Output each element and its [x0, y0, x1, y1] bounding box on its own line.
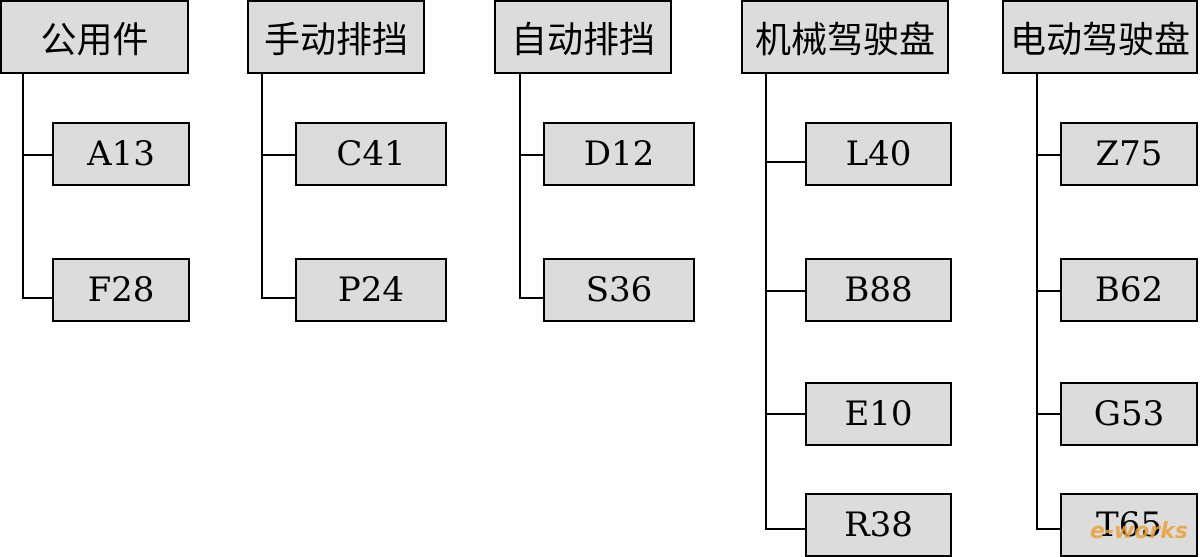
part-box-d12: D12 — [543, 122, 695, 186]
part-box-s36: S36 — [543, 258, 695, 322]
branch-line — [22, 297, 54, 299]
branch-line — [1036, 290, 1062, 292]
branch-line — [765, 528, 807, 530]
branch-line — [765, 413, 807, 415]
part-box-z75: Z75 — [1060, 122, 1198, 186]
group-header-auto-shift: 自动排挡 — [494, 0, 672, 74]
part-box-p24: P24 — [295, 258, 447, 322]
branch-line — [765, 161, 807, 163]
group-connector-electric-steering — [1036, 74, 1038, 530]
part-box-t65: T65 — [1060, 493, 1198, 557]
group-header-manual-shift: 手动排挡 — [247, 0, 425, 74]
branch-line — [261, 154, 297, 156]
group-header-electric-steering: 电动驾驶盘 — [1002, 0, 1198, 74]
part-box-a13: A13 — [52, 122, 190, 186]
part-box-e10: E10 — [805, 382, 952, 446]
part-box-r38: R38 — [805, 493, 952, 557]
branch-line — [261, 297, 297, 299]
branch-line — [519, 154, 545, 156]
part-box-b62: B62 — [1060, 258, 1198, 322]
group-header-mechanical-steering: 机械驾驶盘 — [741, 0, 949, 74]
part-box-c41: C41 — [295, 122, 447, 186]
branch-line — [22, 154, 54, 156]
group-header-common-parts: 公用件 — [0, 0, 189, 74]
branch-line — [1036, 413, 1062, 415]
branch-line — [765, 290, 807, 292]
part-box-l40: L40 — [805, 122, 952, 186]
group-connector-auto-shift — [519, 74, 521, 298]
part-box-b88: B88 — [805, 258, 952, 322]
branch-line — [519, 297, 545, 299]
watermark-logo: e-works — [1089, 519, 1188, 544]
part-box-f28: F28 — [52, 258, 190, 322]
group-connector-manual-shift — [261, 74, 263, 298]
group-connector-common-parts — [22, 74, 24, 298]
branch-line — [1036, 528, 1062, 530]
part-box-g53: G53 — [1060, 382, 1198, 446]
group-connector-mechanical-steering — [765, 74, 767, 530]
branch-line — [1036, 154, 1062, 156]
